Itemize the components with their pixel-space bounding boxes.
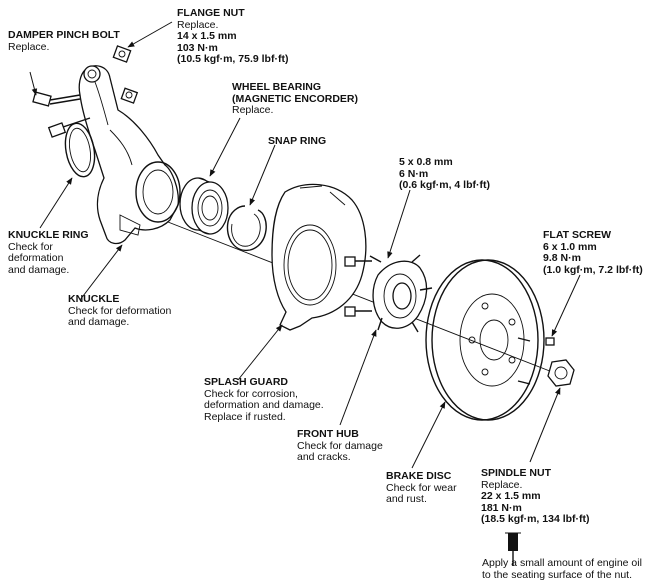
knuckle-ring-note-1: Check for [8, 240, 53, 253]
splash-bolt-spec-size: 5 x 0.8 mm [399, 156, 453, 168]
knuckle-ring-title: KNUCKLE RING [8, 229, 89, 241]
knuckle-ring-note-3: and damage. [8, 263, 70, 276]
knuckle-title: KNUCKLE [68, 293, 120, 305]
flat-screws [517, 337, 555, 385]
knuckle-note-2: and damage. [68, 316, 130, 328]
splash-guard-bolts [344, 256, 372, 317]
splash-bolt-spec-torque-alt: (0.6 kgf·m, 4 lbf·ft) [399, 179, 490, 191]
flange-nut-note: Replace. [177, 18, 219, 31]
flange-nut-part [112, 45, 139, 104]
oil-note-label: Apply a small amount of engine oil to th… [482, 557, 642, 581]
splash-guard-part [271, 183, 367, 331]
knuckle-label: KNUCKLE Check for deformation and damage… [68, 293, 172, 329]
flat-screw-spec-torque: 9.8 N·m [543, 252, 581, 264]
wheel-bearing-title: WHEEL BEARING [232, 81, 322, 93]
spindle-nut-title: SPINDLE NUT [481, 467, 552, 479]
splash-guard-note-1: Check for corrosion, [204, 387, 298, 400]
front-hub-title: FRONT HUB [297, 428, 359, 440]
spindle-nut-spec-torque: 181 N·m [481, 501, 522, 514]
oil-note-line-2: to the seating surface of the nut. [482, 568, 633, 581]
damper-pinch-bolt-note: Replace. [8, 40, 50, 53]
flange-nut-title: FLANGE NUT [177, 7, 245, 19]
knuckle-part [78, 65, 181, 245]
snap-ring-part [226, 205, 267, 252]
splash-guard-title: SPLASH GUARD [204, 376, 289, 388]
brake-disc-note-1: Check for wear [386, 481, 457, 494]
spindle-nut-label: SPINDLE NUT Replace. 22 x 1.5 mm 181 N·m… [481, 467, 590, 526]
front-hub-label: FRONT HUB Check for damage and cracks. [297, 428, 383, 464]
flange-nut-spec-torque: 103 N·m [177, 41, 218, 54]
wheel-bearing-note: Replace. [232, 104, 274, 116]
damper-pinch-bolt-part [32, 91, 91, 138]
brake-disc-part [425, 259, 545, 421]
flange-nut-spec-torque-alt: (10.5 kgf·m, 75.9 lbf·ft) [177, 53, 289, 65]
flange-nut-spec-size: 14 x 1.5 mm [177, 30, 237, 42]
splash-guard-note-2: deformation and damage. [204, 399, 324, 411]
splash-guard-label: SPLASH GUARD Check for corrosion, deform… [204, 376, 324, 423]
oil-can-icon [505, 532, 521, 566]
oil-note-line-1: Apply a small amount of engine oil [482, 557, 642, 569]
knuckle-ring-part [64, 122, 96, 178]
assembly-axis [149, 214, 561, 376]
flat-screw-label: FLAT SCREW 6 x 1.0 mm 9.8 N·m (1.0 kgf·m… [543, 229, 643, 276]
snap-ring-title: SNAP RING [268, 135, 327, 147]
flat-screw-spec-torque-alt: (1.0 kgf·m, 7.2 lbf·ft) [543, 263, 643, 276]
brake-disc-title: BRAKE DISC [386, 470, 452, 482]
damper-pinch-bolt-title: DAMPER PINCH BOLT [8, 29, 120, 41]
knuckle-note-1: Check for deformation [68, 304, 172, 317]
splash-bolt-label: 5 x 0.8 mm 6 N·m (0.6 kgf·m, 4 lbf·ft) [399, 156, 490, 192]
front-hub-note-1: Check for damage [297, 439, 383, 452]
front-hub-part [369, 254, 433, 333]
brake-disc-note-2: and rust. [386, 493, 427, 505]
brake-disc-label: BRAKE DISC Check for wear and rust. [386, 470, 457, 506]
snap-ring-label: SNAP RING [268, 135, 327, 148]
spindle-nut-part [547, 359, 575, 387]
wheel-bearing-subtitle: (MAGNETIC ENCORDER) [232, 92, 358, 105]
wheel-bearing-part [179, 177, 229, 235]
damper-pinch-bolt-label: DAMPER PINCH BOLT Replace. [8, 29, 120, 53]
knuckle-ring-note-2: deformation [8, 252, 64, 264]
flat-screw-spec-size: 6 x 1.0 mm [543, 240, 597, 253]
flange-nut-label: FLANGE NUT Replace. 14 x 1.5 mm 103 N·m … [177, 7, 289, 66]
front-hub-note-2: and cracks. [297, 451, 351, 463]
spindle-nut-note: Replace. [481, 478, 523, 491]
flat-screw-title: FLAT SCREW [543, 229, 612, 241]
splash-bolt-spec-torque: 6 N·m [399, 167, 429, 180]
knuckle-ring-label: KNUCKLE RING Check for deformation and d… [8, 229, 89, 276]
wheel-bearing-label: WHEEL BEARING (MAGNETIC ENCORDER) Replac… [232, 81, 358, 117]
splash-guard-note-3: Replace if rusted. [204, 410, 286, 423]
leader-lines [29, 21, 581, 469]
spindle-nut-spec-torque-alt: (18.5 kgf·m, 134 lbf·ft) [481, 513, 590, 525]
spindle-nut-spec-size: 22 x 1.5 mm [481, 490, 541, 502]
